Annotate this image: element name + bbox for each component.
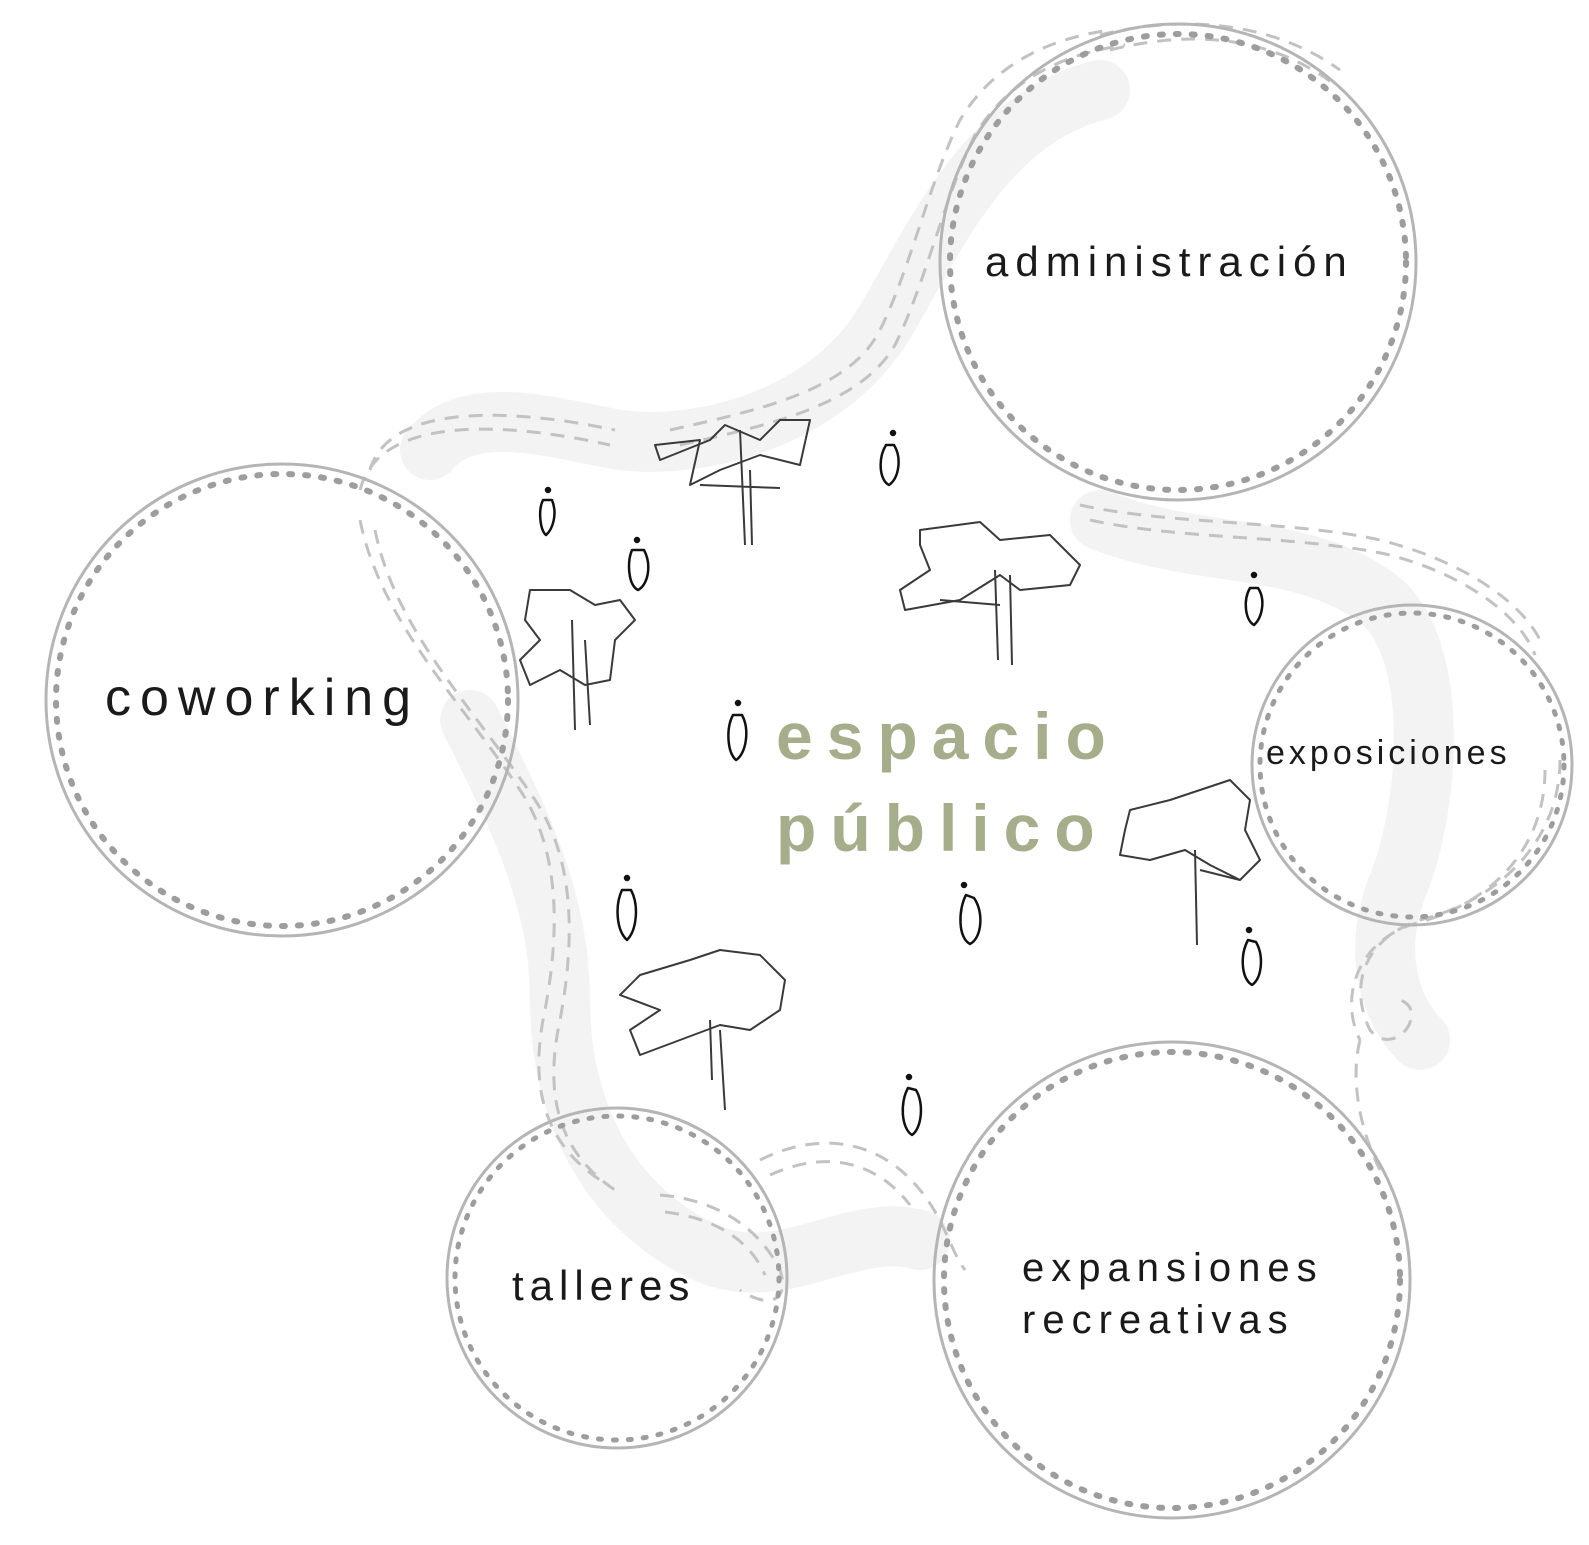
label-administracion: administración	[985, 238, 1354, 285]
person-figure	[627, 536, 650, 592]
label-exposiciones: exposiciones	[1266, 734, 1511, 772]
ring-coworking	[44, 462, 520, 938]
label-expansiones-line1: expansiones	[1022, 1246, 1324, 1290]
person-figure	[1244, 571, 1264, 627]
center-label-line1: espacio	[776, 699, 1120, 773]
dashed-paths	[358, 22, 1562, 1302]
tree-sketch	[654, 419, 811, 546]
tree-sketch	[899, 521, 1081, 666]
ring-talleres	[445, 1106, 789, 1450]
person-figure	[616, 874, 638, 942]
figure-sketches	[538, 429, 1264, 1137]
background-shadow	[400, 60, 1454, 1293]
tree-sketch	[619, 949, 786, 1111]
tree-sketch	[1119, 779, 1261, 946]
ring-expansiones	[932, 1040, 1412, 1520]
tree-sketch	[519, 589, 636, 731]
tree-sketches	[519, 419, 1261, 1111]
person-figure	[1241, 926, 1263, 987]
center-label-espacio-publico: espacio público	[776, 690, 1120, 874]
person-figure	[538, 486, 556, 537]
label-talleres: talleres	[512, 1262, 696, 1309]
person-figure	[901, 1073, 923, 1137]
center-label-line2: público	[776, 791, 1109, 865]
label-expansiones-line2: recreativas	[1022, 1298, 1295, 1342]
ring-administracion	[938, 22, 1418, 502]
person-figure	[727, 699, 748, 762]
ring-exposiciones	[1250, 603, 1574, 927]
person-figure	[879, 429, 900, 487]
label-expansiones-recreativas: expansiones recreativas	[1022, 1242, 1324, 1346]
label-coworking: coworking	[105, 669, 421, 727]
person-figure	[959, 881, 982, 946]
